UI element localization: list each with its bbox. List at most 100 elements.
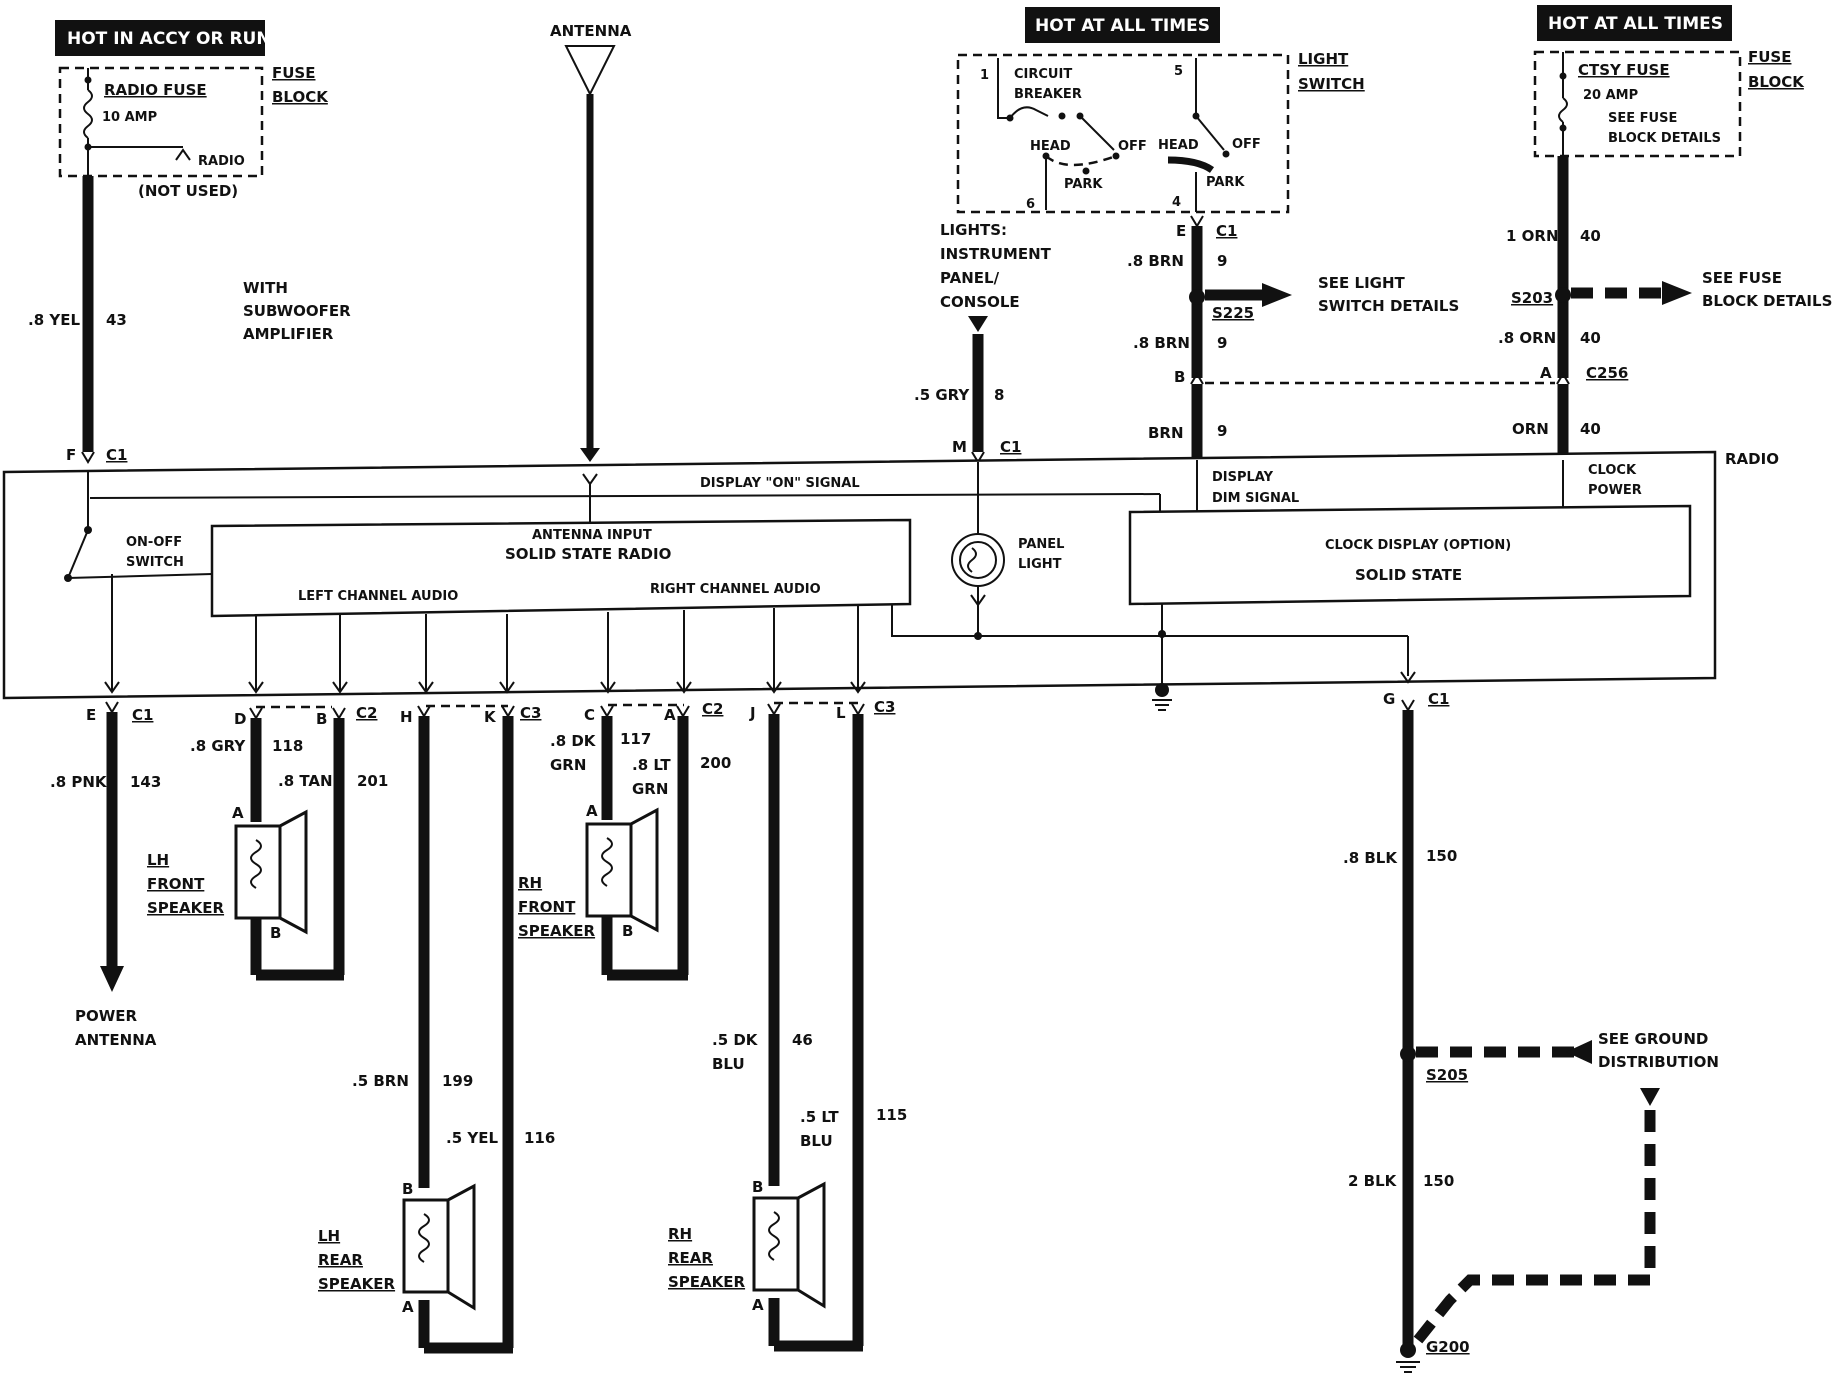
diagram-label: HEAD <box>1158 138 1199 153</box>
diagram-label: POWER <box>75 1007 138 1025</box>
diagram-label: BLOCK <box>1748 73 1805 91</box>
diagram-label: 40 <box>1580 329 1601 347</box>
diagram-label: OFF <box>1118 139 1147 154</box>
diagram-label: 46 <box>792 1031 813 1049</box>
diagram-label: 201 <box>357 772 388 790</box>
diagram-label: 9 <box>1217 422 1227 440</box>
diagram-label: ANTENNA INPUT <box>532 528 652 543</box>
splice-s205 <box>1400 1046 1416 1062</box>
speaker-output-feeds <box>104 574 866 694</box>
diagram-label: 6 <box>1026 197 1035 212</box>
diagram-label: BRN <box>1148 424 1184 442</box>
diagram-label: SEE FUSE <box>1702 269 1782 287</box>
diagram-label: SEE FUSE <box>1608 111 1677 126</box>
diagram-label: C1 <box>1428 690 1449 708</box>
diagram-label: SPEAKER <box>147 899 225 917</box>
diagram-label: CONSOLE <box>940 293 1020 311</box>
diagram-label: SPEAKER <box>668 1273 746 1291</box>
diagram-label: S205 <box>1426 1066 1468 1084</box>
diagram-label: A <box>402 1298 414 1316</box>
diagram-label: 1 ORN <box>1506 227 1559 245</box>
diagram-label: LIGHTS: <box>940 221 1007 239</box>
lh-front-speaker: A B LH FRONT SPEAKER <box>147 707 346 981</box>
diagram-label: SUBWOOFER <box>243 302 351 320</box>
diagram-label: ANTENNA <box>550 22 632 40</box>
diagram-label: BLOCK <box>272 88 329 106</box>
diagram-label: LIGHT <box>1018 557 1062 572</box>
diagram-label: A <box>232 804 244 822</box>
lh-rear-speaker: B A LH REAR SPEAKER <box>318 705 515 1354</box>
diagram-label: ORN <box>1512 420 1549 438</box>
diagram-label: PARK <box>1206 175 1245 190</box>
diagram-label: HOT IN ACCY OR RUN <box>67 29 271 49</box>
diagram-label: HOT AT ALL TIMES <box>1548 14 1723 34</box>
diagram-label: FRONT <box>147 875 205 893</box>
diagram-label: BLOCK DETAILS <box>1702 292 1832 310</box>
diagram-label: PARK <box>1064 177 1103 192</box>
diagram-label: LH <box>147 851 169 869</box>
on-off-switch: ON-OFF SWITCH <box>64 470 213 582</box>
diagram-label: .8 GRY <box>190 737 246 755</box>
diagram-label: SPEAKER <box>518 922 596 940</box>
diagram-label: SPEAKER <box>318 1275 396 1293</box>
diagram-label: 4 <box>1172 195 1181 210</box>
diagram-label: DIM SIGNAL <box>1212 491 1299 506</box>
diagram-label: B <box>1174 368 1185 386</box>
banner-hot-at-all-times-1: HOT AT ALL TIMES <box>1025 7 1220 43</box>
diagram-label: .5 LT <box>800 1108 839 1126</box>
diagram-label: A <box>1540 364 1552 382</box>
diagram-label: C3 <box>874 698 895 716</box>
diagram-label: RADIO <box>1725 450 1779 468</box>
diagram-label: ON-OFF <box>126 535 182 550</box>
diagram-label: .5 GRY <box>914 386 970 404</box>
diagram-label: SEE LIGHT <box>1318 274 1406 292</box>
diagram-label: CIRCUIT <box>1014 67 1072 82</box>
diagram-label: SOLID STATE <box>1355 566 1462 584</box>
diagram-label: SOLID STATE RADIO <box>505 545 671 563</box>
diagram-label: L <box>836 704 846 722</box>
clock-display <box>1128 504 1692 606</box>
diagram-label: J <box>749 704 756 722</box>
diagram-label: K <box>484 708 497 726</box>
diagram-label: B <box>752 1178 763 1196</box>
diagram-label: 200 <box>700 754 731 772</box>
diagram-label: REAR <box>668 1249 713 1267</box>
solid-state-radio <box>210 518 912 618</box>
diagram-label: 40 <box>1580 420 1601 438</box>
diagram-label: 115 <box>876 1106 907 1124</box>
light-switch-block: LIGHT SWITCH 1 5 6 4 CIRCUIT BREAKER HEA… <box>956 50 1365 214</box>
diagram-label: ANTENNA <box>75 1031 157 1049</box>
diagram-label: 9 <box>1217 334 1227 352</box>
diagram-label: 117 <box>620 730 651 748</box>
splice-s225 <box>1189 289 1205 305</box>
diagram-label: G200 <box>1426 1338 1470 1356</box>
diagram-label: LIGHT <box>1298 50 1349 68</box>
subwoofer-note: WITH SUBWOOFER AMPLIFIER <box>243 279 351 343</box>
ctsy-fuse-block: CTSY FUSE 20 AMP SEE FUSE BLOCK DETAILS … <box>1533 48 1805 158</box>
diagram-label: 150 <box>1423 1172 1454 1190</box>
diagram-label: .8 BRN <box>1127 252 1184 270</box>
diagram-label: DISTRIBUTION <box>1598 1053 1719 1071</box>
rh-front-speaker: A B RH FRONT SPEAKER <box>518 705 690 981</box>
diagram-label: .8 TAN <box>278 772 333 790</box>
fuse-symbol-icon <box>83 89 93 139</box>
diagram-label: AMPLIFIER <box>243 325 334 343</box>
diagram-label: 43 <box>106 311 127 329</box>
diagram-label: POWER <box>1588 483 1642 498</box>
diagram-label: 40 <box>1580 227 1601 245</box>
diagram-label: .5 DK <box>712 1031 759 1049</box>
diagram-label: F <box>66 446 76 464</box>
diagram-label: C1 <box>1000 438 1021 456</box>
diagram-label: 150 <box>1426 847 1457 865</box>
diagram-label: E <box>86 706 96 724</box>
diagram-label: 2 BLK <box>1348 1172 1398 1190</box>
diagram-label: RH <box>518 874 542 892</box>
diagram-label: .8 DK <box>550 732 597 750</box>
diagram-label: 199 <box>442 1072 473 1090</box>
diagram-label: .5 YEL <box>446 1129 498 1147</box>
diagram-label: S203 <box>1511 289 1553 307</box>
diagram-label: B <box>316 710 327 728</box>
panel-light-bulb: PANEL LIGHT <box>951 462 1064 636</box>
diagram-label: OFF <box>1232 137 1261 152</box>
